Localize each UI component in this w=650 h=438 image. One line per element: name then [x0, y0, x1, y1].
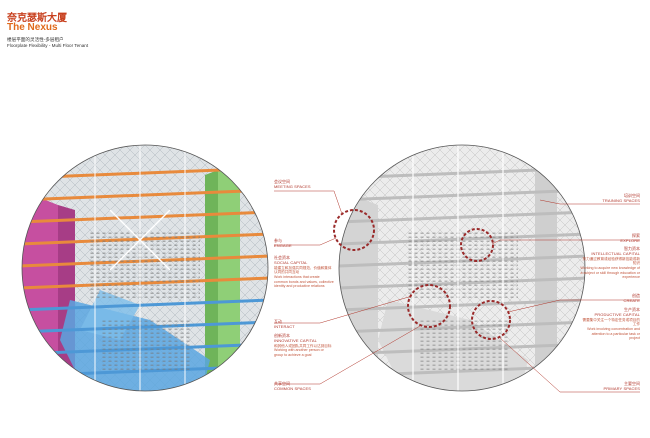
- label-training-spaces: 培训空间 TRAINING SPACES: [602, 193, 640, 204]
- highlight-meeting: [333, 209, 375, 251]
- label-interact: 互动 INTERACT: [274, 319, 295, 330]
- left-circle-outline: [21, 144, 269, 392]
- leader-primary: [499, 337, 640, 393]
- highlight-interact: [407, 284, 451, 328]
- page-title-cn: 奈克瑟斯大厦: [7, 13, 67, 24]
- leader-engage: [274, 237, 337, 246]
- right-circle-outline: [338, 144, 586, 392]
- highlight-explore: [460, 228, 494, 262]
- label-productive-capital: 生产资本 PRODUCTIVE CAPITAL 需要集中关注一个特定任务或项目的…: [582, 307, 641, 341]
- page-subtitle-en: Floorplate Flexibility - Multi Floor Ten…: [7, 43, 89, 48]
- label-intellectual-capital: 智力资本 INTELLECTUAL CAPITAL 努力通过教育或经验获得新技能…: [580, 246, 640, 280]
- label-create: 创造 CREATE: [623, 293, 640, 304]
- label-social-capital: 社会资本 SOCIAL CAPITAL 能建立和加强共同规范、价值和集体认同的共…: [274, 255, 334, 289]
- leader-create: [507, 299, 640, 313]
- label-explore: 探索 EXPLORE: [620, 233, 640, 244]
- page-subtitle-cn: 楼层平面的灵活性-多层租户: [7, 37, 64, 42]
- label-primary-spaces: 主要空间 PRIMARY SPACES: [603, 381, 640, 392]
- label-engage: 参与 ENGAGE: [274, 238, 292, 249]
- leader-meeting: [274, 190, 343, 215]
- leader-common: [274, 325, 421, 385]
- page-title-en: The Nexus: [7, 22, 58, 33]
- highlight-create: [471, 300, 511, 340]
- left-building-section: [22, 145, 268, 391]
- label-common-spaces: 共享空间 COMMON SPACES: [274, 381, 312, 392]
- leader-interact: [274, 295, 413, 324]
- leader-explore: [491, 239, 640, 245]
- leader-training: [539, 199, 640, 205]
- label-innovative-capital: 创新资本 INNOVATIVE CAPITAL 和其他人或团队共同工作以达到目标…: [274, 333, 332, 357]
- right-building-section: [339, 145, 585, 391]
- label-meeting-spaces: 会议空间 MEETING SPACES: [274, 179, 311, 190]
